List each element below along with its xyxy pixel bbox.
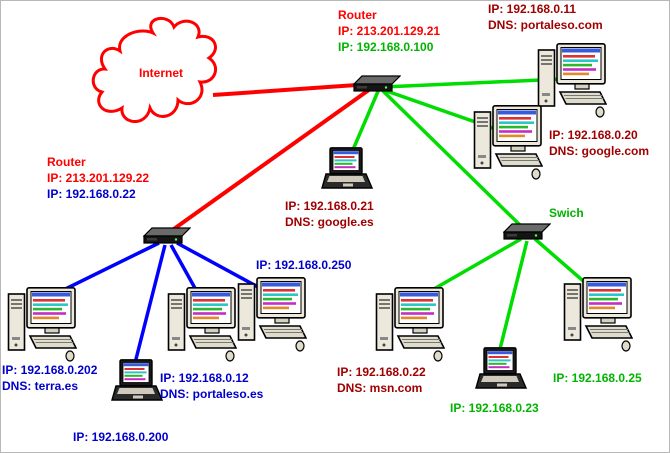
- router-top-public-ip: IP: 213.201.129.21: [338, 24, 441, 38]
- link-internet-router-top: [212, 82, 372, 97]
- laptop-icon: [321, 147, 373, 195]
- desktop-computer-icon: [237, 277, 307, 355]
- router-left-public-ip: IP: 213.201.129.22: [47, 171, 150, 185]
- link-router-left-laptop-200: [133, 244, 167, 364]
- laptop-google-es-label: IP: 192.168.0.21 DNS: google.es: [285, 198, 374, 230]
- router-icon: [353, 75, 401, 93]
- pc-portaleso-com-icon: [537, 43, 607, 121]
- laptop-23-icon: [475, 347, 527, 395]
- internet-cloud: [91, 17, 218, 123]
- router-top-label: Router IP: 213.201.129.21 IP: 192.168.0.…: [338, 7, 440, 55]
- laptop-google-es-dns: DNS: google.es: [285, 215, 374, 229]
- laptop-200-label: IP: 192.168.0.200: [73, 430, 169, 444]
- desktop-computer-icon: [563, 277, 633, 355]
- pc-msn-ip: IP: 192.168.0.22: [337, 365, 426, 379]
- pc-portaleso-es-label: IP: 192.168.0.12 DNS: portaleso.es: [160, 370, 263, 402]
- pc-msn-icon: [375, 287, 445, 365]
- switch-label: Swich: [549, 206, 584, 220]
- link-router-top-pc-portaleso-com: [382, 77, 564, 89]
- router-top-icon: [353, 75, 401, 93]
- router-left-label: Router IP: 213.201.129.22 IP: 192.168.0.…: [47, 154, 149, 202]
- desktop-computer-icon: [537, 43, 607, 121]
- pc-25-icon: [563, 277, 633, 355]
- switch-icon: [503, 223, 551, 241]
- router-left-icon: [143, 227, 191, 245]
- pc-terra-dns: DNS: terra.es: [2, 379, 79, 393]
- desktop-computer-icon: [7, 287, 77, 365]
- link-router-top-router-left: [169, 85, 375, 233]
- pc-google-com-label: IP: 192.168.0.20 DNS: google.com: [549, 127, 649, 159]
- pc-portaleso-es-icon: [167, 287, 237, 365]
- router-left-name: Router: [47, 155, 86, 169]
- pc-portaleso-com-dns: DNS: portaleso.com: [488, 18, 603, 32]
- laptop-google-es-ip: IP: 192.168.0.21: [285, 199, 374, 213]
- pc-25-label: IP: 192.168.0.25: [553, 371, 642, 385]
- switch-icon: [503, 223, 551, 241]
- pc-terra-ip: IP: 192.168.0.202: [2, 363, 98, 377]
- desktop-computer-icon: [375, 287, 445, 365]
- router-top-lan-ip: IP: 192.168.0.100: [338, 40, 434, 54]
- pc-google-com-dns: DNS: google.com: [549, 144, 650, 158]
- laptop-icon: [475, 347, 527, 395]
- router-icon: [143, 227, 191, 245]
- internet-label: Internet: [138, 66, 183, 80]
- pc-250-icon: [237, 277, 307, 355]
- laptop-icon: [111, 359, 163, 407]
- router-left-lan-ip: IP: 192.168.0.22: [47, 187, 136, 201]
- pc-portaleso-es-dns: DNS: portaleso.es: [160, 387, 264, 401]
- pc-google-com-icon: [473, 105, 543, 183]
- pc-terra-icon: [7, 287, 77, 365]
- pc-portaleso-es-ip: IP: 192.168.0.12: [160, 371, 249, 385]
- pc-terra-label: IP: 192.168.0.202 DNS: terra.es: [2, 362, 97, 394]
- pc-250-label: IP: 192.168.0.250: [256, 258, 352, 272]
- laptop-23-label: IP: 192.168.0.23: [450, 401, 539, 415]
- laptop-200-icon: [111, 359, 163, 407]
- pc-portaleso-com-label: IP: 192.168.0.11 DNS: portaleso.com: [488, 1, 603, 33]
- link-switch-laptop-23: [497, 240, 529, 354]
- pc-msn-label: IP: 192.168.0.22 DNS: msn.com: [337, 364, 426, 396]
- pc-portaleso-com-ip: IP: 192.168.0.11: [488, 2, 577, 16]
- router-top-name: Router: [338, 8, 377, 22]
- link-router-top-switch: [379, 87, 525, 230]
- desktop-computer-icon: [473, 105, 543, 183]
- pc-msn-dns: DNS: msn.com: [337, 381, 423, 395]
- desktop-computer-icon: [167, 287, 237, 365]
- pc-google-com-ip: IP: 192.168.0.20: [549, 128, 638, 142]
- laptop-google-es-icon: [321, 147, 373, 195]
